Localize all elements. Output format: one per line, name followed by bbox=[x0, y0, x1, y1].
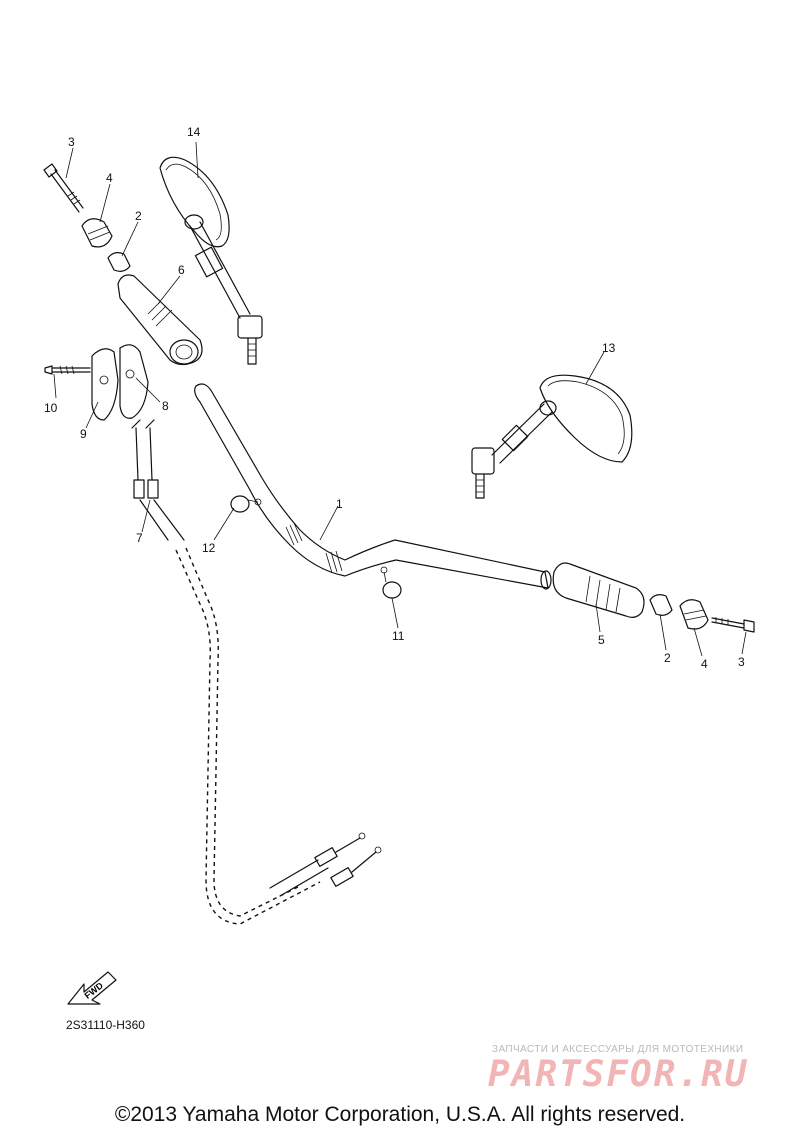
fwd-arrow: FWD bbox=[67, 971, 117, 1005]
callout-5: 5 bbox=[598, 633, 605, 647]
callout-13: 13 bbox=[602, 341, 616, 355]
callout-8: 8 bbox=[162, 399, 169, 413]
right-bar-end-weight bbox=[679, 599, 709, 630]
callout-2-right: 2 bbox=[664, 651, 671, 665]
callout-1: 1 bbox=[336, 497, 343, 511]
callout-4-left: 4 bbox=[106, 171, 113, 185]
throttle-housing bbox=[44, 344, 149, 421]
diagram-code: 2S31110-H360 bbox=[66, 1018, 145, 1032]
callout-2-left: 2 bbox=[135, 209, 142, 223]
left-mirror bbox=[159, 156, 263, 365]
copyright-notice: ©2013 Yamaha Motor Corporation, U.S.A. A… bbox=[114, 1103, 686, 1126]
callout-numbers: 3 4 2 6 14 13 1 10 9 8 7 12 11 5 2 4 3 bbox=[44, 125, 745, 671]
callout-12: 12 bbox=[202, 541, 216, 555]
watermark-logo: PARTSFOR.RU bbox=[488, 1054, 749, 1095]
callout-4-right: 4 bbox=[701, 657, 708, 671]
callout-11: 11 bbox=[392, 629, 405, 643]
handlebar bbox=[194, 383, 552, 590]
throttle-grip bbox=[117, 274, 203, 366]
cable-clamp-12 bbox=[230, 495, 262, 513]
left-grip bbox=[552, 562, 645, 618]
callout-7: 7 bbox=[136, 531, 143, 545]
callout-3-right: 3 bbox=[738, 655, 745, 669]
throttle-cables bbox=[131, 419, 382, 925]
callout-leaders bbox=[53, 141, 747, 657]
callout-14: 14 bbox=[187, 125, 201, 139]
callout-10: 10 bbox=[44, 401, 58, 415]
callout-6: 6 bbox=[178, 263, 185, 277]
right-collar bbox=[649, 594, 673, 616]
callout-3-left: 3 bbox=[68, 135, 75, 149]
watermark-tagline: ЗАПЧАСТИ И АКСЕССУАРЫ ДЛЯ МОТОТЕХНИКИ bbox=[492, 1044, 744, 1055]
left-collar bbox=[107, 252, 131, 272]
cable-clamp-11 bbox=[380, 566, 402, 599]
left-end-bolt bbox=[43, 163, 84, 213]
right-end-bolt bbox=[711, 617, 755, 633]
right-mirror bbox=[471, 374, 633, 499]
callout-9: 9 bbox=[80, 427, 87, 441]
left-bar-end-weight bbox=[81, 218, 113, 248]
